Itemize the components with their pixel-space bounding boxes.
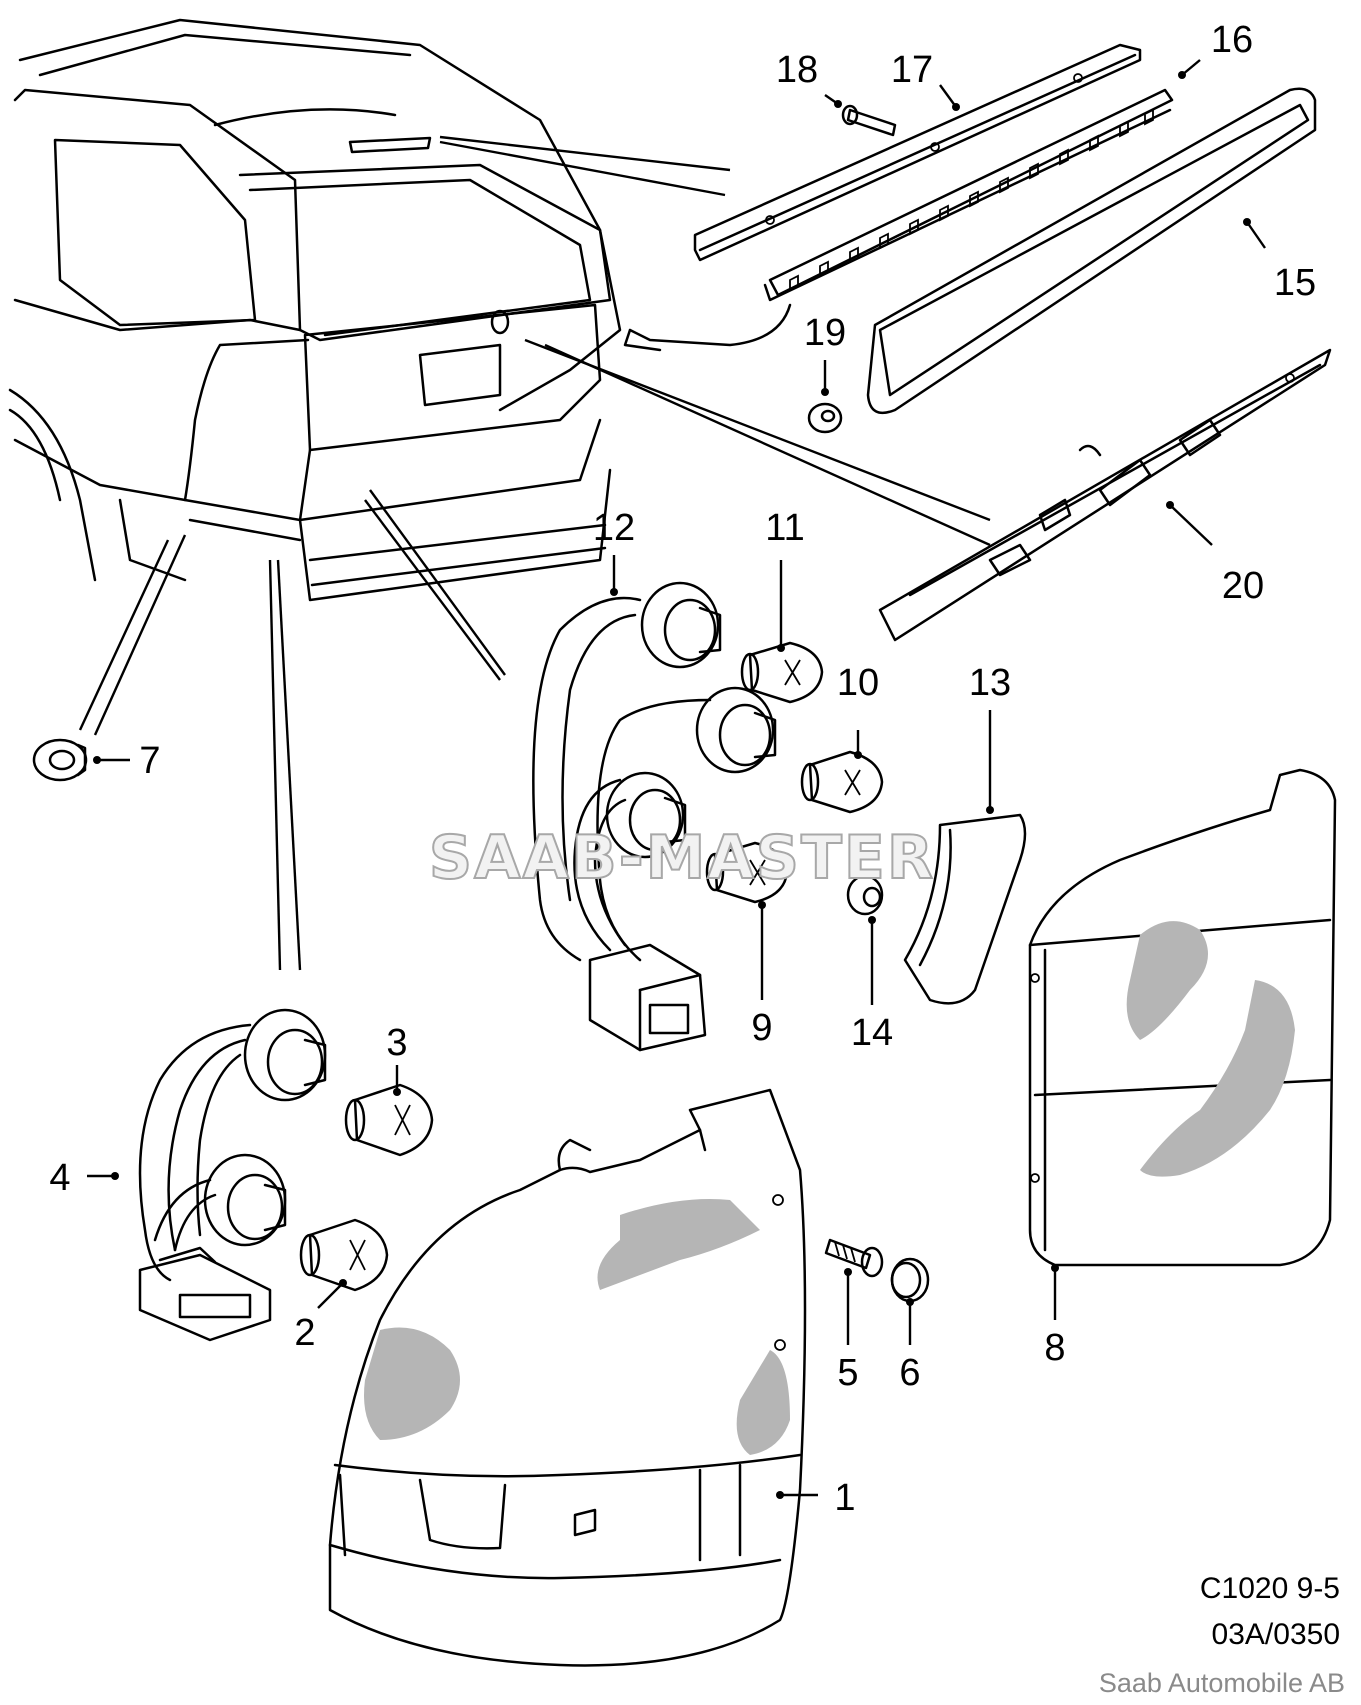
callout-19: 19 bbox=[804, 312, 846, 354]
callout-12: 12 bbox=[593, 507, 635, 549]
bulb-socket-lower bbox=[605, 771, 687, 859]
bracket-20 bbox=[878, 348, 1332, 642]
callout-7: 7 bbox=[139, 740, 160, 782]
bulb-socket-left-lower bbox=[203, 1153, 287, 1247]
callout-18: 18 bbox=[776, 49, 818, 91]
callout-14: 14 bbox=[851, 1012, 893, 1054]
callout-9: 9 bbox=[751, 1007, 772, 1049]
copyright-text: Saab Automobile AB bbox=[1099, 1668, 1345, 1698]
assembly-leader-lines bbox=[78, 135, 991, 971]
reference-code: C1020 9-5 bbox=[1200, 1572, 1340, 1605]
callout-8: 8 bbox=[1044, 1327, 1065, 1369]
high-mount-lens-15 bbox=[866, 87, 1317, 415]
harness-connector-left bbox=[138, 1246, 272, 1342]
bulb-socket-left-upper bbox=[243, 1008, 327, 1102]
callout-5: 5 bbox=[837, 1352, 858, 1394]
callout-13: 13 bbox=[969, 662, 1011, 704]
screw-18 bbox=[841, 104, 897, 137]
inner-tail-lamp-8 bbox=[1028, 768, 1337, 1267]
watermark-text: SAAB-MASTER bbox=[429, 823, 935, 893]
wiring-harness-4 bbox=[138, 1008, 327, 1342]
mounting-rail-17 bbox=[693, 43, 1142, 262]
callout-15: 15 bbox=[1274, 262, 1316, 304]
bulb-9 bbox=[705, 841, 789, 904]
bulb-11 bbox=[740, 641, 824, 704]
cap-6 bbox=[890, 1257, 930, 1303]
harness-connector bbox=[588, 943, 707, 1052]
callout-labels: 1 2 3 4 5 6 7 8 9 10 11 12 13 14 15 16 1… bbox=[49, 19, 1316, 1519]
bulb-3 bbox=[344, 1083, 434, 1157]
wiring-harness-12 bbox=[532, 581, 777, 1052]
grommet-7 bbox=[32, 738, 88, 782]
callout-10: 10 bbox=[837, 662, 879, 704]
callout-17: 17 bbox=[891, 49, 933, 91]
callout-16: 16 bbox=[1211, 19, 1253, 61]
drawing-number: 03A/0350 bbox=[1212, 1618, 1340, 1651]
bulb-2 bbox=[299, 1218, 389, 1292]
callout-leaders bbox=[87, 59, 1266, 1499]
clip-19 bbox=[807, 402, 843, 434]
callout-2: 2 bbox=[294, 1312, 315, 1354]
callout-11: 11 bbox=[765, 507, 804, 549]
led-strip-16 bbox=[623, 88, 1174, 352]
nut-14 bbox=[846, 874, 884, 916]
bulb-socket-middle bbox=[695, 686, 777, 774]
outer-tail-lamp-1 bbox=[328, 1088, 807, 1667]
bulb-socket-upper bbox=[640, 581, 722, 669]
callout-4: 4 bbox=[49, 1157, 70, 1199]
screw-5 bbox=[824, 1238, 884, 1278]
bulb-10 bbox=[800, 750, 884, 814]
car-rear-illustration bbox=[8, 18, 622, 602]
callout-3: 3 bbox=[386, 1022, 407, 1064]
callout-6: 6 bbox=[899, 1352, 920, 1394]
callout-1: 1 bbox=[834, 1477, 855, 1519]
callout-20: 20 bbox=[1222, 565, 1264, 607]
gasket-13 bbox=[903, 813, 1027, 1005]
